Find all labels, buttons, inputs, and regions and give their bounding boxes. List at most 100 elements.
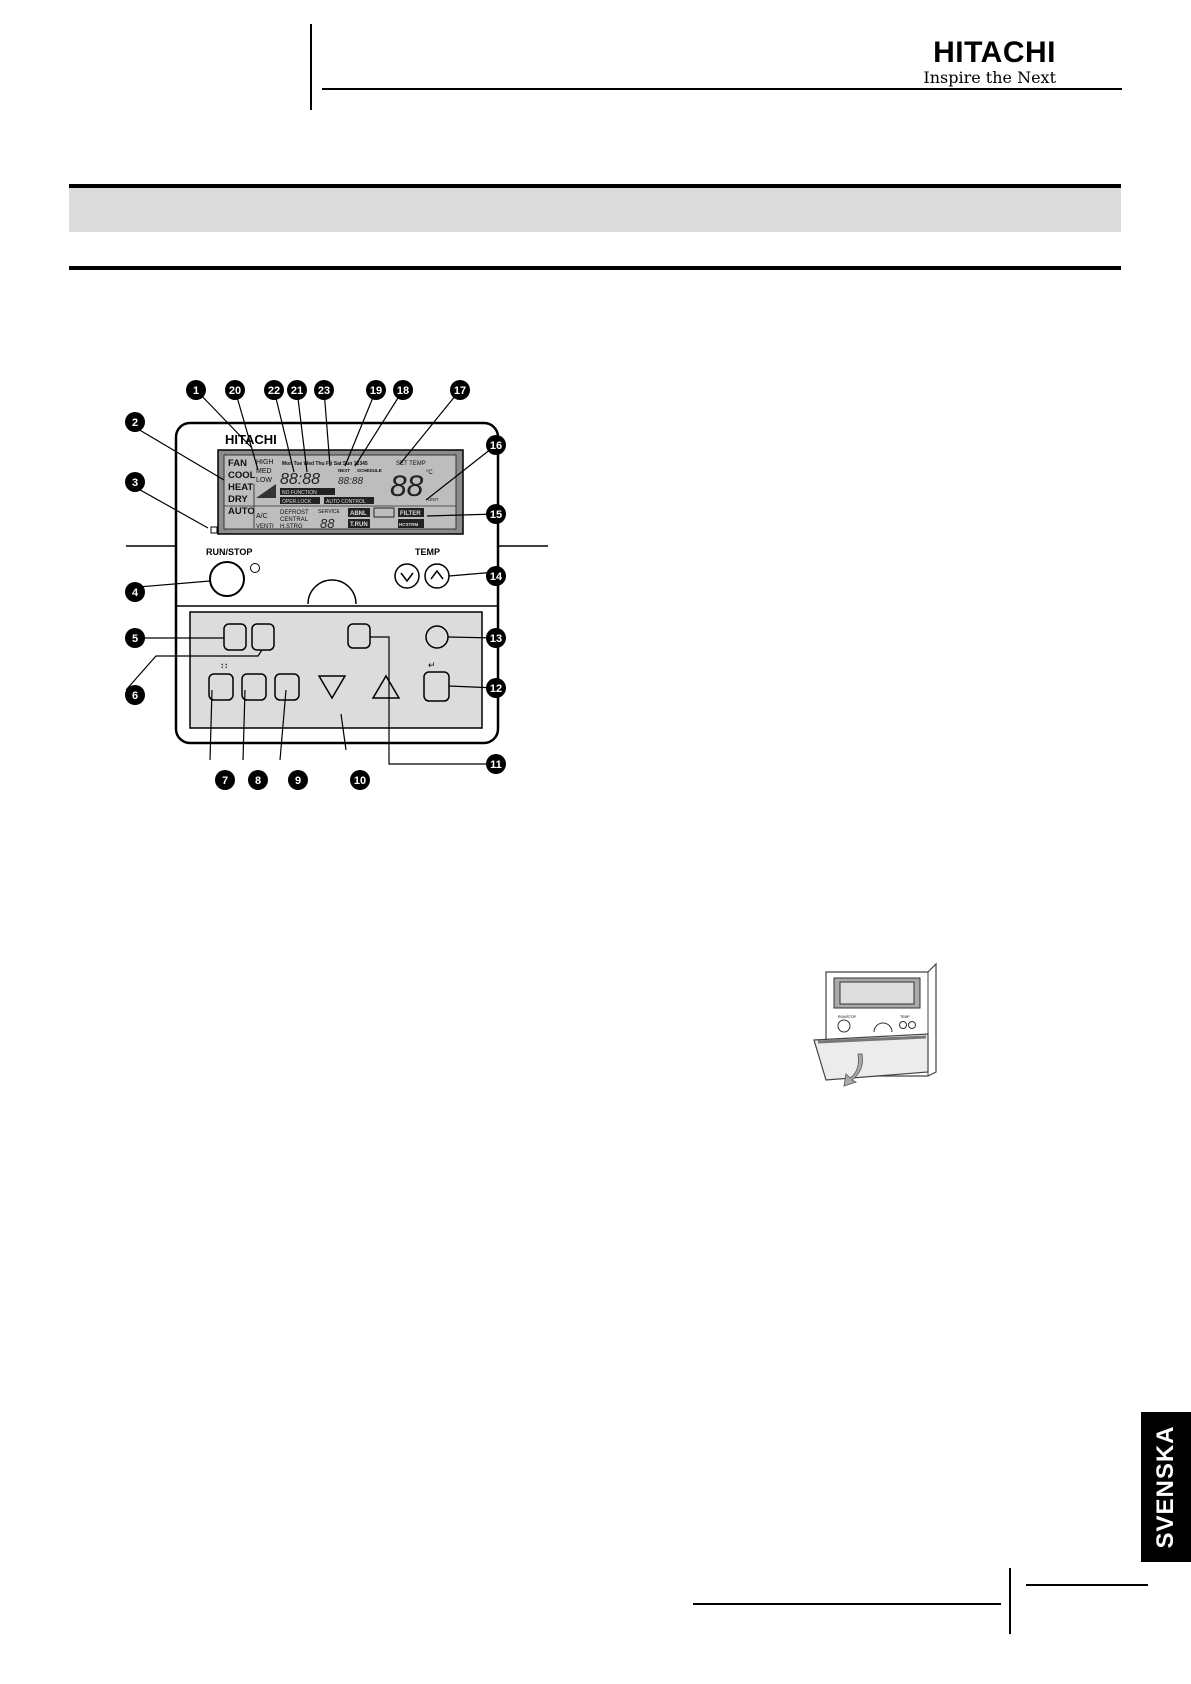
run-indicator-lamp (250, 563, 260, 573)
button-5[interactable] (223, 623, 247, 651)
callout-16: 16 (486, 435, 506, 455)
svg-text:15: 15 (490, 509, 502, 521)
callout-11: 11 (486, 754, 506, 774)
section-title-band (69, 184, 1121, 232)
lcd-hstrg-label: H.STRG (280, 524, 303, 530)
svg-text:12: 12 (490, 683, 502, 695)
lcd-indicator-square (210, 526, 218, 534)
temp-up-button[interactable] (424, 563, 450, 589)
callout-17: 17 (450, 380, 470, 400)
lcd-louver-icon (256, 484, 276, 498)
controller-brand: HITACHI (225, 432, 277, 447)
svg-text:17: 17 (454, 385, 466, 397)
callout-12: 12 (486, 678, 506, 698)
temp-down-button[interactable] (394, 563, 420, 589)
header-horizontal-rule (322, 88, 1122, 90)
lcd-vent-label: VENTI (256, 524, 274, 530)
button-7[interactable] (208, 673, 234, 701)
lcd-service-label: SERVICE (318, 509, 341, 515)
lcd-schedule-label: SCHEDULE (357, 468, 382, 473)
callout-22: 22 (264, 380, 284, 400)
button-8[interactable] (241, 673, 267, 701)
svg-text:13: 13 (490, 633, 502, 645)
button-11[interactable] (347, 623, 371, 649)
remote-controller-diagram: HITACHI FAN COOL HEAT DRY AUTO HIGH MED … (125, 380, 548, 790)
lcd-defrost-label: DEFROST (280, 510, 309, 516)
lcd-ac-label: A/C (256, 513, 268, 520)
language-tab-label: SVENSKA (1152, 1425, 1179, 1549)
lcd-unit-label: UNIT (428, 497, 439, 502)
callout-8: 8 (248, 770, 268, 790)
footer-rule-left (693, 1603, 1001, 1605)
button-9[interactable] (274, 673, 300, 701)
callout-4: 4 (125, 582, 145, 602)
callout-13: 13 (486, 628, 506, 648)
lcd-celsius: °C (426, 470, 433, 476)
lcd-mode-list: FAN COOL HEAT DRY AUTO (228, 458, 256, 517)
lcd-trun-label: T.RUN (350, 522, 368, 528)
svg-text:22: 22 (268, 385, 280, 397)
svg-text:18: 18 (397, 385, 409, 397)
lcd-days-row: Mon Tue Wed Thu Fri Sat Sun 12345 (282, 461, 368, 467)
callout-3: 3 (125, 472, 145, 492)
callout-18: 18 (393, 380, 413, 400)
svg-text:10: 10 (354, 775, 366, 787)
callout-10: 10 (350, 770, 370, 790)
lcd-no-function: NO FUNCTION (282, 490, 317, 496)
svg-text:19: 19 (370, 385, 382, 397)
svg-text:21: 21 (291, 385, 303, 397)
svg-text:11: 11 (490, 759, 502, 771)
footer-rule-right (1026, 1584, 1148, 1586)
lcd-filter-label: FILTER (400, 511, 421, 517)
callout-15: 15 (486, 504, 506, 524)
callout-2: 2 (125, 412, 145, 432)
language-tab: SVENSKA (1141, 1412, 1191, 1562)
button-12[interactable] (423, 671, 450, 702)
brand-name: HITACHI (933, 36, 1056, 69)
lcd-mode-auto: AUTO (228, 506, 255, 517)
lcd-service-digits: 88 (320, 516, 335, 531)
svg-text:20: 20 (229, 385, 241, 397)
down-arrow-button[interactable] (317, 675, 347, 700)
callout-19: 19 (366, 380, 386, 400)
lcd-fan-low: LOW (256, 477, 272, 484)
svg-text:1: 1 (193, 385, 199, 397)
svg-text:23: 23 (318, 385, 330, 397)
lcd-mode-dry: DRY (228, 494, 248, 505)
louver-glyph: ↕↕ (220, 661, 228, 670)
small-temp-label: TEMP (900, 1015, 910, 1019)
callout-14: 14 (486, 566, 506, 586)
lcd-schedule-digits: 88:88 (338, 476, 363, 487)
callout-6: 6 (125, 685, 145, 705)
open-cover[interactable] (813, 1033, 929, 1081)
callout-7: 7 (215, 770, 235, 790)
button-13[interactable] (425, 625, 449, 649)
button-6[interactable] (251, 623, 275, 651)
brand-logo: HITACHI Inspire the Next (923, 38, 1056, 88)
return-glyph: ↵ (428, 660, 436, 670)
lcd-hcstrm-label: HCSTRM (399, 522, 418, 527)
lcd-mode-fan: FAN (228, 458, 247, 469)
svg-text:3: 3 (132, 477, 138, 489)
lcd-abnl-label: ABNL (350, 511, 367, 517)
run-stop-button[interactable] (209, 561, 245, 597)
lcd-central-label: CENTRAL (280, 517, 309, 523)
svg-text:16: 16 (490, 440, 502, 452)
svg-text:6: 6 (132, 690, 138, 702)
lcd-fan-high: HIGH (256, 459, 274, 466)
temp-label: TEMP (415, 547, 440, 557)
svg-text:7: 7 (222, 775, 228, 787)
callout-21: 21 (287, 380, 307, 400)
up-arrow-button[interactable] (371, 674, 401, 699)
callout-9: 9 (288, 770, 308, 790)
svg-text:2: 2 (132, 417, 138, 429)
header-vertical-rule (310, 24, 312, 110)
lcd-fan-med: MED (256, 468, 272, 475)
lcd-set-temp-digits: 88 (390, 470, 424, 503)
section-divider (69, 266, 1121, 270)
callout-20: 20 (225, 380, 245, 400)
callout-1: 1 (186, 380, 206, 400)
lcd-next-label: NEXT (338, 468, 350, 473)
callout-5: 5 (125, 628, 145, 648)
svg-text:8: 8 (255, 775, 261, 787)
